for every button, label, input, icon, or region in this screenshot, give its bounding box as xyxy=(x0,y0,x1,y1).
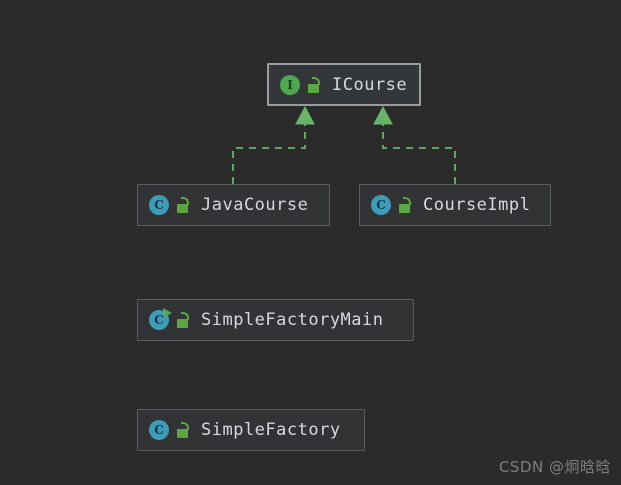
uml-node-label: SimpleFactory xyxy=(201,420,341,440)
class-runnable-icon: C xyxy=(148,308,172,331)
class-icon-glyph: C xyxy=(154,313,164,327)
uml-node-label: SimpleFactoryMain xyxy=(201,310,384,330)
run-arrow-icon xyxy=(163,308,172,318)
uml-node-simplefactorymain[interactable]: C SimpleFactoryMain xyxy=(137,299,414,341)
edge-javacourse-implements-icourse xyxy=(232,105,315,184)
edge-courseimpl-implements-icourse xyxy=(373,105,456,184)
class-icon-glyph: C xyxy=(154,198,164,212)
uml-node-simplefactory[interactable]: C SimpleFactory xyxy=(137,409,365,451)
interface-icon: I xyxy=(279,74,301,96)
uml-node-icourse[interactable]: I ICourse xyxy=(267,63,421,106)
interface-icon-glyph: I xyxy=(287,77,293,92)
uml-node-label: ICourse xyxy=(332,74,408,95)
icourse-icons: I xyxy=(279,74,322,96)
uml-node-courseimpl[interactable]: C CourseImpl xyxy=(359,184,551,226)
unlock-icon xyxy=(397,197,413,213)
courseimpl-icons: C xyxy=(370,194,413,216)
unlock-icon xyxy=(175,422,191,438)
class-icon: C xyxy=(148,419,170,441)
class-icon: C xyxy=(148,194,170,216)
class-icon-glyph: C xyxy=(376,198,386,212)
uml-node-label: JavaCourse xyxy=(201,195,309,215)
unlock-icon xyxy=(175,197,191,213)
unlock-icon xyxy=(175,312,191,328)
simplefactory-icons: C xyxy=(148,419,191,441)
uml-node-javacourse[interactable]: C JavaCourse xyxy=(137,184,330,226)
javacourse-icons: C xyxy=(148,194,191,216)
class-icon-glyph: C xyxy=(154,423,164,437)
uml-node-label: CourseImpl xyxy=(423,195,531,215)
unlock-icon xyxy=(306,76,322,93)
simplefactorymain-icons: C xyxy=(148,308,191,331)
class-icon: C xyxy=(370,194,392,216)
watermark: CSDN @炯晗晗 xyxy=(498,458,611,476)
